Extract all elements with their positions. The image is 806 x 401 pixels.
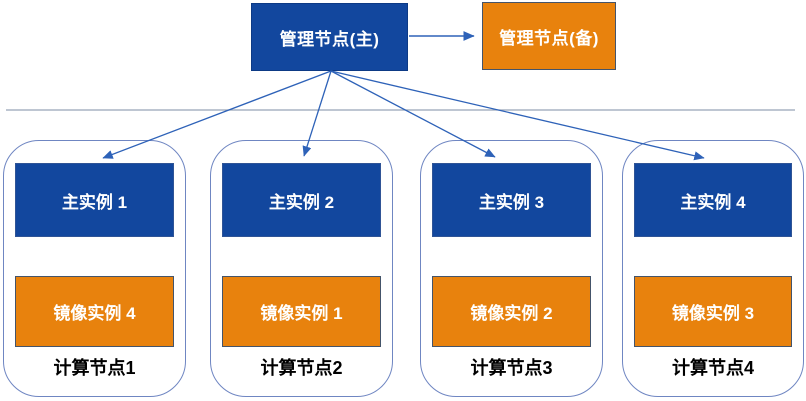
primary-instance-label: 主实例 4 (680, 192, 746, 212)
primary-instance-box-4: 主实例 4 (634, 163, 792, 237)
management-node-primary: 管理节点(主) (251, 3, 408, 71)
compute-node-container-3: 主实例 3 镜像实例 2 计算节点3 (420, 140, 603, 397)
mirror-instance-box-3: 镜像实例 2 (432, 276, 591, 347)
management-node-backup: 管理节点(备) (482, 2, 616, 70)
primary-instance-label: 主实例 3 (478, 192, 545, 212)
management-node-primary-label: 管理节点(主) (279, 29, 380, 49)
mirror-instance-label: 镜像实例 4 (53, 304, 136, 323)
compute-node-container-1: 主实例 1 镜像实例 4 计算节点1 (3, 140, 186, 397)
primary-instance-label: 主实例 2 (268, 192, 335, 212)
mirror-instance-label: 镜像实例 2 (470, 304, 553, 323)
primary-instance-box-2: 主实例 2 (222, 163, 381, 237)
compute-node-label-2: 计算节点2 (260, 358, 343, 378)
compute-node-container-4: 主实例 4 镜像实例 3 计算节点4 (622, 140, 804, 397)
primary-instance-box-1: 主实例 1 (15, 163, 174, 237)
mirror-instance-label: 镜像实例 3 (671, 304, 755, 323)
mirror-instance-box-1: 镜像实例 4 (15, 276, 174, 347)
compute-node-label-3: 计算节点3 (470, 358, 553, 378)
primary-instance-box-3: 主实例 3 (432, 163, 591, 237)
compute-node-label-1: 计算节点1 (53, 358, 136, 378)
mirror-instance-label: 镜像实例 1 (260, 304, 343, 323)
management-node-backup-label: 管理节点(备) (499, 28, 599, 48)
primary-instance-label: 主实例 1 (61, 192, 128, 212)
mirror-instance-box-4: 镜像实例 3 (634, 276, 792, 347)
mirror-instance-box-2: 镜像实例 1 (222, 276, 381, 347)
compute-node-container-2: 主实例 2 镜像实例 1 计算节点2 (210, 140, 393, 397)
compute-node-label-4: 计算节点4 (671, 358, 754, 378)
